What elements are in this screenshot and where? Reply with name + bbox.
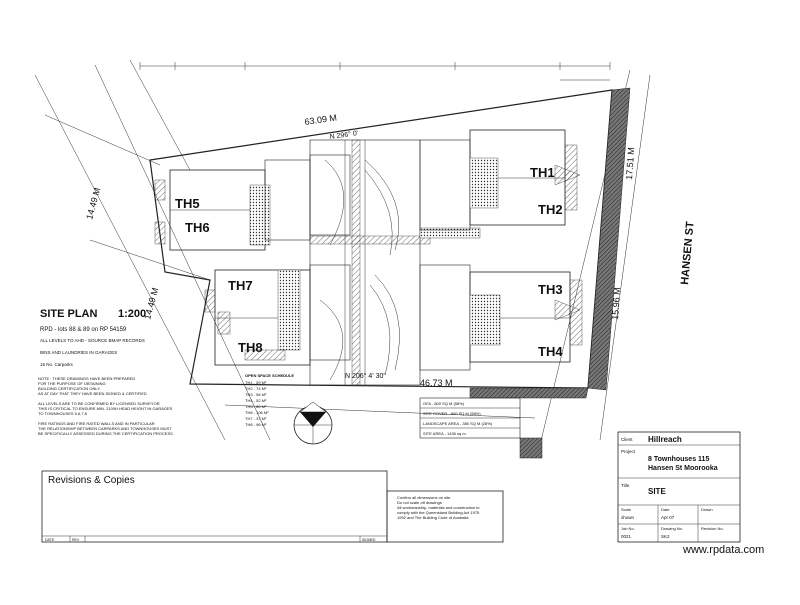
unit-label-th7: TH7 [228, 278, 253, 293]
confirm-note-line: Do not scale off drawings [397, 500, 442, 505]
confirm-note-box: Confirm all dimensions on site Do not sc… [386, 490, 504, 543]
east-block-lower [419, 264, 583, 371]
confirm-note-line: All workmanship, materials and construct… [397, 505, 480, 510]
north-arrow-icon [293, 401, 333, 445]
boundary-east-lower-length: 15.96 M [610, 287, 622, 320]
boundary-west-upper-length: 14.49 M [84, 187, 102, 221]
carpark-note: 16 No. Carparks [40, 362, 74, 367]
schedule-row: TH2 - 74 M² [245, 386, 267, 391]
stat-gfa: GFA - 800 SQ M (58%) [423, 401, 465, 406]
revisions-col-rev: REV [72, 538, 80, 542]
stat-site-area: SITE AREA - 1436 sq m [423, 431, 466, 436]
drawn-label: Drawn [701, 507, 713, 512]
drawing-value: SK2 [661, 534, 670, 539]
stat-landscape: LANDSCAPE AREA - 380 SQ M (28%) [423, 421, 493, 426]
schedule-title: OPEN SPACE SCHEDULE [245, 373, 294, 378]
note-line: ALL LEVELS ARE TO BE CONFIRMED BY LICENS… [38, 401, 160, 406]
confirm-note-line: comply with the Queensland Building Act … [397, 510, 480, 515]
site-stats-table: GFA - 800 SQ M (58%) SITE COVER - 800 SQ… [419, 397, 521, 439]
west-block-lower [204, 264, 351, 366]
driveway-area [309, 139, 481, 386]
revisions-col-date: DATE [45, 538, 55, 542]
unit-label-th1: TH1 [530, 165, 555, 180]
unit-label-th5: TH5 [175, 196, 200, 211]
site-plan-scale: 1:200 [118, 308, 146, 320]
confirm-note-line: Confirm all dimensions on site [397, 495, 451, 500]
note-line: TO TOWNHOUSES 5,6,7,8 [38, 411, 88, 416]
unit-label-th4: TH4 [538, 344, 563, 359]
project-label: Project [621, 449, 636, 454]
boundary-hatch-east [587, 87, 631, 391]
schedule-row: TH1 - 59 M² [245, 380, 267, 385]
note-line: NOTE : THESE DRAWINGS HAVE BEEN PREPARED [38, 376, 135, 381]
scale-value: shown [621, 515, 635, 520]
boundary-top-bearing: N 296° 0' [329, 129, 358, 141]
schedule-row: TH3 - 56 M² [245, 392, 267, 397]
note-line: THE RELATIONSHIP BETWEEN CARPARKS AND TO… [38, 426, 172, 431]
unit-label-th3: TH3 [538, 282, 563, 297]
schedule-row: TH5 - 80 M² [245, 404, 267, 409]
note-line: THIS IS CRITICAL TO ENSURE MIN. 2100H HE… [38, 406, 173, 411]
note-line: FIRE RATINGS AND FIRE RATED WALLS AND IN… [38, 421, 155, 426]
client-label: Client [621, 437, 633, 442]
top-dimension-chain [139, 62, 611, 81]
general-notes: NOTE : THESE DRAWINGS HAVE BEEN PREPARED… [38, 376, 173, 436]
revisions-col-signed: SIGNED [362, 538, 376, 542]
revisions-box: Revisions & Copies DATE REV SIGNED [41, 470, 388, 543]
open-space-schedule: OPEN SPACE SCHEDULE TH1 - 59 M² TH2 - 74… [245, 373, 294, 427]
unit-label-th8: TH8 [238, 340, 263, 355]
note-line: BUILDING CERTIFICATION ONLY. [38, 386, 101, 391]
date-value: Apr 07 [661, 515, 675, 520]
levels-note: ALL LEVELS TO AHD - SOURCE BMAP RECORDS [40, 338, 145, 343]
stat-site-cover: SITE COVER - 800 SQ M (58%) [423, 411, 481, 416]
title-label: Title [621, 483, 630, 488]
date-label: Date [661, 507, 670, 512]
title-value: SITE [648, 487, 666, 496]
boundary-hatch-south [469, 387, 589, 399]
street-label: HANSEN ST [679, 221, 697, 286]
revisions-title: Revisions & Copies [48, 475, 135, 486]
client-value: Hillreach [648, 435, 682, 444]
site-context-lines [34, 59, 651, 446]
site-plan-title: SITE PLAN [40, 308, 98, 320]
boundary-top-length: 63.09 M [304, 113, 338, 127]
driveway-crossover-hatch [519, 437, 543, 459]
schedule-row: TH4 - 52 M² [245, 398, 267, 403]
project-line-1: 8 Townhouses 115 [648, 456, 709, 463]
boundary-bottom-length: 46.73 M [420, 378, 453, 388]
job-label: Job No. [621, 526, 635, 531]
job-value: 0021 [621, 534, 632, 539]
laundries-note: BINS AND LAUNDRIES IN GARAGES [40, 350, 117, 355]
revision-label: Revision No. [701, 526, 724, 531]
scale-label: Scale [621, 507, 632, 512]
confirm-note-line: 1992 and The Building Code of Australia [397, 515, 469, 520]
title-block: Client Hillreach Project 8 Townhouses 11… [617, 431, 741, 543]
note-line: BE SPECIFICALLY ASSESSED DURING THE CERT… [38, 431, 173, 436]
east-block-upper [419, 129, 581, 231]
schedule-row: TH6 - 106 M² [245, 410, 269, 415]
schedule-row: TH8 - 96 M² [245, 422, 267, 427]
unit-label-th2: TH2 [538, 202, 563, 217]
unit-labels: TH1 TH2 TH3 TH4 TH5 TH6 TH7 TH8 [175, 165, 563, 359]
watermark-text: www.rpdata.com [682, 544, 764, 556]
west-block-upper [154, 154, 351, 251]
project-line-2: Hansen St Moorooka [648, 465, 718, 472]
schedule-row: TH7 - 37 M² [245, 416, 267, 421]
unit-label-th6: TH6 [185, 220, 210, 235]
boundary-bottom-bearing: N 206° 4' 30" [345, 372, 386, 380]
boundary-east-upper-length: 17.51 M [624, 147, 636, 180]
rpd-note: RPD - lots 88 & 89 on RP 54159 [40, 327, 127, 333]
drawing-label: Drawing No. [661, 526, 683, 531]
note-line: FOR THE PURPOSE OF OBTAINING [38, 381, 106, 386]
note-line: AS AT DAY THAT THEY HAVE BEEN SIGNED & C… [38, 391, 147, 396]
